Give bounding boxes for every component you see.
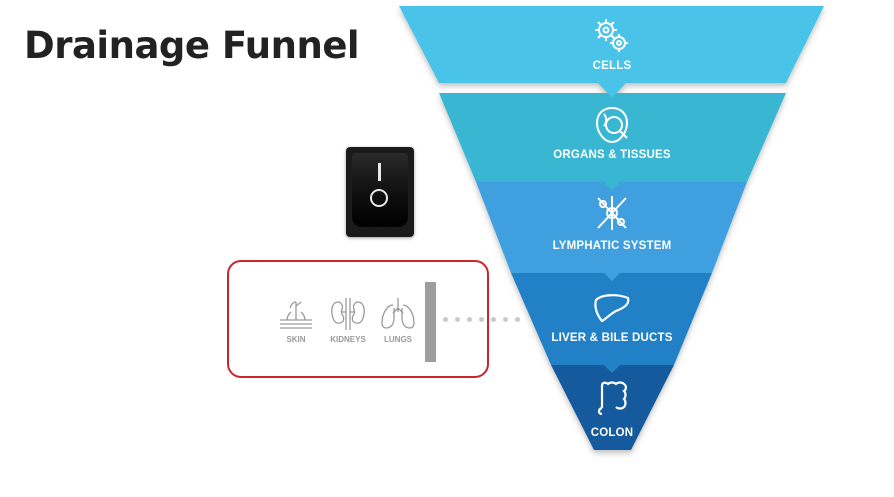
funnel-stage-liver [511, 273, 712, 365]
connector-arrow [598, 267, 626, 281]
connector-dot [467, 317, 472, 322]
switch-off-mark [370, 189, 388, 207]
lungs-item: LUNGS [373, 296, 423, 344]
stage-label: CELLS [592, 60, 632, 72]
stage-label: LIVER & BILE DUCTS [551, 332, 673, 344]
kidneys-label: KIDNEYS [330, 335, 366, 344]
connector-dot [455, 317, 460, 322]
funnel-stage-cells [399, 6, 824, 83]
stage-label: LYMPHATIC SYSTEM [552, 240, 672, 252]
lungs-label: LUNGS [384, 335, 412, 344]
organs-icon [595, 106, 629, 144]
alternate-drainage-box [227, 260, 489, 378]
funnel-stage-organs [439, 93, 786, 182]
stage-label: ORGANS & TISSUES [553, 149, 671, 161]
connector-arrow [598, 359, 626, 373]
kidneys-icon [331, 298, 365, 330]
connector-arrow [598, 176, 626, 190]
stage-label: COLON [590, 427, 634, 439]
funnel-stage-colon [551, 365, 674, 450]
kidneys-item: KIDNEYS [323, 296, 373, 344]
gears-icon [595, 19, 628, 52]
switch-on-mark [378, 163, 381, 181]
lymph-icon [597, 196, 627, 230]
connector-arrow [598, 83, 626, 98]
colon-icon [597, 381, 627, 416]
liver-icon [594, 294, 630, 323]
page-title: Drainage Funnel [24, 24, 360, 67]
skin-icon [280, 301, 312, 329]
connector-dot [479, 317, 484, 322]
skin-item: SKIN [271, 296, 321, 344]
rocker-switch-icon [346, 147, 414, 237]
connector-dot [503, 317, 508, 322]
blocking-bar [425, 282, 436, 362]
connector-dot [515, 317, 520, 322]
lungs-icon [381, 298, 415, 329]
skin-label: SKIN [286, 335, 306, 344]
connector-dot [491, 317, 496, 322]
connector-dot [443, 317, 448, 322]
